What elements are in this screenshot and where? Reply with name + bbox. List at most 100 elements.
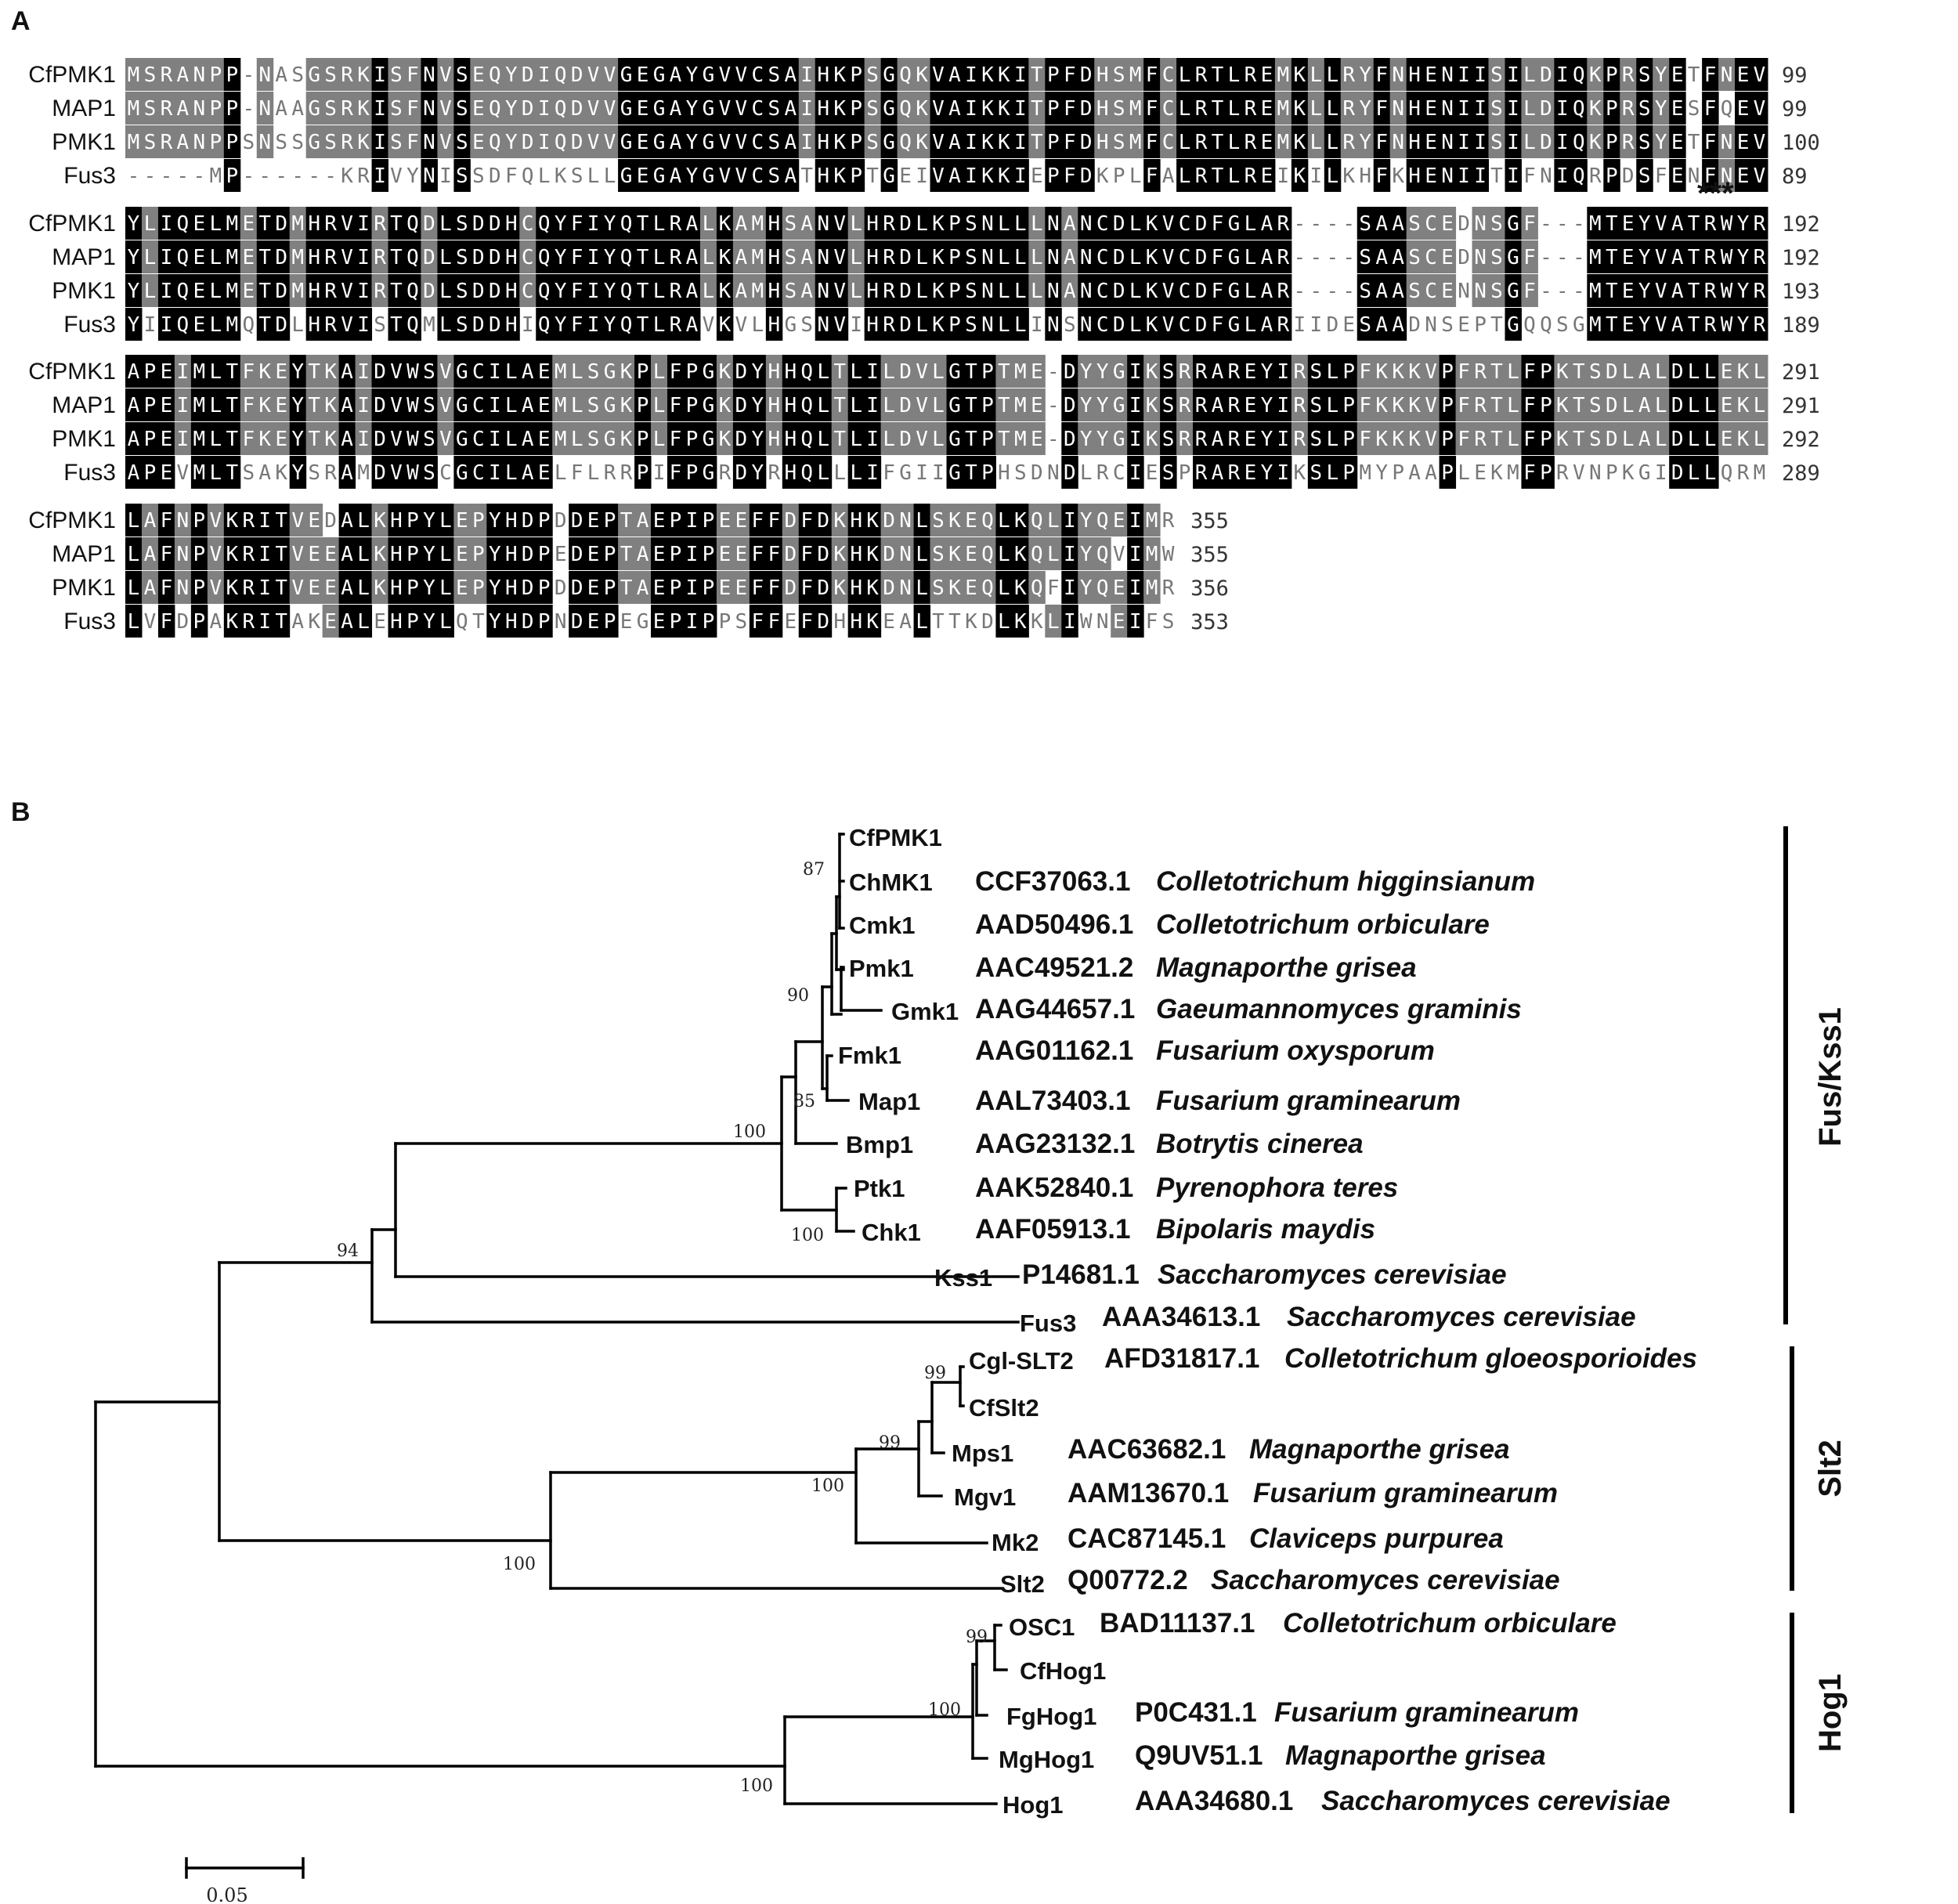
residue-shade bbox=[305, 92, 323, 125]
residue: P bbox=[1441, 428, 1454, 451]
residue: D bbox=[1671, 360, 1684, 384]
residue: A bbox=[899, 610, 912, 634]
residue: R bbox=[670, 246, 682, 269]
residue: D bbox=[1113, 280, 1125, 303]
residue: N bbox=[899, 576, 912, 600]
residue-shade bbox=[1258, 159, 1276, 192]
residue: S bbox=[1490, 212, 1503, 236]
residue: S bbox=[1490, 63, 1503, 87]
residue-shade bbox=[305, 308, 323, 341]
residue: L bbox=[210, 246, 222, 269]
taxon-species: Colletotrichum orbiculare bbox=[1156, 909, 1490, 940]
residue-shade bbox=[995, 58, 1013, 91]
residue: K bbox=[357, 97, 370, 121]
residue-shade bbox=[1291, 92, 1309, 125]
residue: I bbox=[1474, 164, 1487, 188]
residue: F bbox=[1212, 280, 1224, 303]
residue: G bbox=[948, 360, 961, 384]
residue: V bbox=[1655, 246, 1667, 269]
residue: G bbox=[1228, 246, 1241, 269]
residue: N bbox=[1392, 131, 1404, 154]
sequence-end-position: 192 bbox=[1782, 212, 1820, 237]
residue: T bbox=[998, 360, 1010, 384]
residue: H bbox=[1408, 63, 1421, 87]
residue: K bbox=[1014, 610, 1027, 634]
residue-shade bbox=[1521, 92, 1538, 125]
residue-shade bbox=[1422, 125, 1440, 158]
residue: E bbox=[1441, 246, 1454, 269]
residue: R bbox=[1342, 97, 1355, 121]
residue: E bbox=[719, 509, 732, 533]
residue: Y bbox=[1655, 131, 1667, 154]
residue: M bbox=[226, 212, 238, 236]
residue: K bbox=[1375, 428, 1388, 451]
residue: A bbox=[1375, 313, 1388, 337]
residue-shade bbox=[1636, 159, 1653, 192]
residue: A bbox=[784, 164, 797, 188]
residue-shade bbox=[1143, 125, 1161, 158]
residue: V bbox=[719, 164, 732, 188]
residue: R bbox=[1195, 394, 1208, 417]
residue: S bbox=[472, 164, 485, 188]
residue: H bbox=[866, 212, 879, 236]
residue: T bbox=[1606, 280, 1618, 303]
residue-shade bbox=[190, 274, 208, 307]
residue: P bbox=[406, 509, 419, 533]
residue: K bbox=[1556, 360, 1569, 384]
residue: K bbox=[866, 610, 879, 634]
residue-shade bbox=[289, 207, 307, 240]
residue: L bbox=[1245, 313, 1257, 337]
residue: N bbox=[981, 280, 994, 303]
residue: V bbox=[604, 63, 616, 87]
residue: C bbox=[522, 280, 534, 303]
residue: Q bbox=[800, 394, 813, 417]
residue: Y bbox=[1638, 280, 1651, 303]
residue-shade bbox=[930, 58, 947, 91]
residue: P bbox=[144, 394, 157, 417]
residue: D bbox=[1606, 360, 1618, 384]
residue: P bbox=[1179, 461, 1191, 485]
residue-shade bbox=[1472, 92, 1490, 125]
taxon-label: ChMK1 bbox=[849, 869, 933, 896]
residue: G bbox=[703, 360, 715, 384]
residue: V bbox=[703, 313, 715, 337]
residue: L bbox=[1754, 360, 1766, 384]
sequence-name: PMK1 bbox=[52, 278, 116, 304]
residue: K bbox=[1294, 461, 1306, 485]
residue-shade bbox=[371, 240, 389, 273]
residue: Q bbox=[555, 63, 567, 87]
residue: D bbox=[817, 610, 829, 634]
residue: G bbox=[703, 428, 715, 451]
residue: H bbox=[784, 461, 797, 485]
residue: A bbox=[341, 394, 353, 417]
residue: P bbox=[226, 164, 238, 188]
residue-shade bbox=[223, 159, 241, 192]
residue-shade bbox=[552, 125, 569, 158]
taxon-species: Fusarium graminearum bbox=[1274, 1697, 1579, 1728]
residue: S bbox=[1490, 280, 1503, 303]
residue-shade bbox=[1127, 58, 1144, 91]
residue-shade bbox=[1258, 125, 1276, 158]
residue: N bbox=[1392, 63, 1404, 87]
residue: T bbox=[1606, 212, 1618, 236]
residue-shade bbox=[1636, 125, 1653, 158]
sequence-name: MAP1 bbox=[52, 244, 116, 270]
residue: F bbox=[1064, 63, 1076, 87]
residue-shade bbox=[1505, 125, 1522, 158]
residue: Y bbox=[1655, 63, 1667, 87]
residue: K bbox=[833, 131, 846, 154]
sequence-end-position: 89 bbox=[1782, 164, 1808, 189]
residue: F bbox=[670, 360, 682, 384]
residue: Q bbox=[1523, 313, 1536, 337]
residue: D bbox=[1540, 97, 1552, 121]
residue: M bbox=[226, 313, 238, 337]
residue-shade bbox=[1521, 58, 1538, 91]
residue: R bbox=[1754, 280, 1766, 303]
residue: A bbox=[1671, 246, 1684, 269]
residue: S bbox=[1638, 63, 1651, 87]
residue: T bbox=[620, 509, 633, 533]
residue-shade bbox=[716, 159, 734, 192]
residue: S bbox=[1162, 360, 1175, 384]
residue: D bbox=[883, 509, 895, 533]
residue: L bbox=[1179, 97, 1191, 121]
